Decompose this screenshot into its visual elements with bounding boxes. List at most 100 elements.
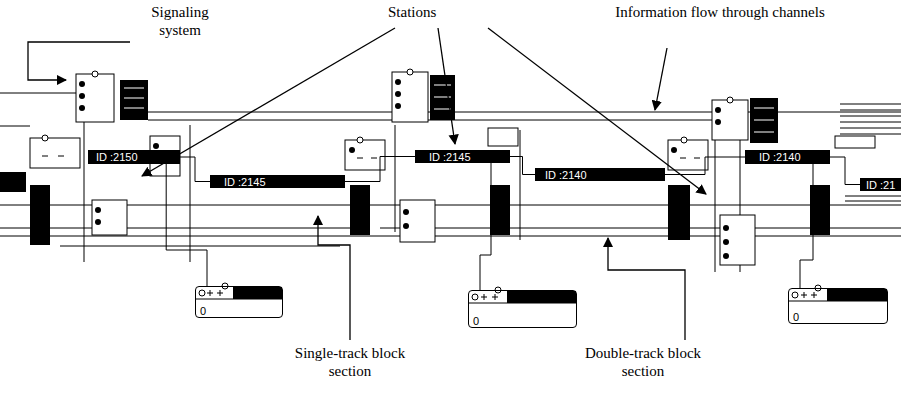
block-stripe xyxy=(754,108,774,109)
counter-box: 0 xyxy=(468,290,577,328)
channel-connector xyxy=(345,157,415,182)
block-section-bar: ID :2140 xyxy=(535,168,665,181)
terminal-dot xyxy=(395,103,401,109)
block-stripe xyxy=(754,132,774,133)
component-boxe xyxy=(76,74,114,122)
port-circle xyxy=(727,97,733,103)
channel-line xyxy=(120,112,901,113)
minus-sign xyxy=(694,158,700,159)
minus-sign xyxy=(371,158,377,159)
black-block xyxy=(0,172,26,192)
component-boxe xyxy=(345,140,385,170)
terminal-dot xyxy=(715,107,721,113)
counter-header xyxy=(481,294,498,300)
channel-line xyxy=(840,134,901,135)
component-boxe xyxy=(835,136,875,148)
channel-line xyxy=(840,122,901,123)
component-boxe xyxy=(392,72,428,122)
terminal-dot xyxy=(95,219,101,225)
component-boxe xyxy=(30,138,80,168)
channel-connector xyxy=(665,157,745,175)
callout-text: Single-track block section xyxy=(295,345,405,379)
channel-line xyxy=(840,128,901,129)
callout-label: Single-track block section xyxy=(275,344,425,380)
callout-arrow xyxy=(655,48,667,110)
station-bar: ID :2140 xyxy=(745,150,830,164)
port-circle xyxy=(681,137,687,143)
counter-header xyxy=(233,287,282,299)
callout-text: Signaling system xyxy=(151,4,209,38)
block-stripe xyxy=(434,85,451,86)
id-label: ID :2145 xyxy=(224,176,266,188)
component-boxe xyxy=(488,128,518,146)
channel-line xyxy=(520,130,521,240)
terminal-dots xyxy=(79,79,729,259)
channel-connector xyxy=(166,164,207,286)
channel-line xyxy=(715,125,716,272)
counter-header xyxy=(199,290,205,296)
channel-line xyxy=(0,126,30,127)
black-block xyxy=(120,80,148,120)
callout-arrow xyxy=(488,28,706,194)
minus-sign xyxy=(42,156,48,157)
black-block xyxy=(430,75,455,120)
channel-line xyxy=(0,93,78,94)
channel-line xyxy=(190,125,191,262)
block-section-bar: ID :2145 xyxy=(210,175,345,188)
channel-connector xyxy=(180,157,210,182)
counter-value: 0 xyxy=(793,311,799,323)
counter-header xyxy=(792,292,798,298)
id-label: ID :21 xyxy=(866,179,895,191)
counter-header xyxy=(207,290,223,296)
counter-box: 0 xyxy=(788,288,888,324)
channel-line xyxy=(60,246,340,247)
station-bar: ID :2150 xyxy=(88,150,180,164)
callout-label: Stations xyxy=(388,3,436,21)
port-circles xyxy=(42,69,733,143)
callout-text: Double-track block section xyxy=(585,345,701,379)
black-block xyxy=(668,185,690,240)
channel-line xyxy=(0,236,901,237)
component-boxes xyxy=(30,72,875,265)
channel-line xyxy=(0,205,901,206)
terminal-dot xyxy=(395,91,401,97)
channel-connector xyxy=(830,157,860,185)
channel-line xyxy=(395,125,396,232)
block-stripes xyxy=(124,85,774,132)
port-circle xyxy=(407,69,413,75)
channel-line xyxy=(0,228,360,229)
callout-text: Information flow through channels xyxy=(615,4,825,20)
channel-lines xyxy=(0,75,901,272)
counter-header xyxy=(827,289,887,301)
counter-headers xyxy=(196,283,887,327)
black-block xyxy=(750,98,778,143)
terminal-dot xyxy=(153,143,159,149)
channel-line xyxy=(840,116,901,117)
terminal-dot xyxy=(349,147,355,153)
callout-arrows xyxy=(28,28,706,340)
channel-connector xyxy=(510,157,535,175)
counter-header xyxy=(469,291,576,327)
minus-sign xyxy=(58,156,64,157)
terminal-dot xyxy=(79,93,85,99)
callout-label: Double-track block section xyxy=(563,344,723,380)
channel-line xyxy=(840,104,901,105)
block-stripe xyxy=(124,98,144,99)
terminal-dot xyxy=(715,119,721,125)
id-label: ID :2150 xyxy=(96,151,138,163)
minus-sign xyxy=(357,158,363,159)
port-circle xyxy=(357,137,363,143)
counter-header xyxy=(789,289,887,323)
channel-connector xyxy=(800,164,813,288)
terminal-dot xyxy=(95,207,101,213)
id-label: ID :2140 xyxy=(545,169,587,181)
callout-text: Stations xyxy=(388,4,436,20)
channel-line xyxy=(845,196,901,197)
component-boxe xyxy=(668,140,708,170)
terminal-dot xyxy=(403,223,409,229)
component-boxe xyxy=(400,200,435,242)
